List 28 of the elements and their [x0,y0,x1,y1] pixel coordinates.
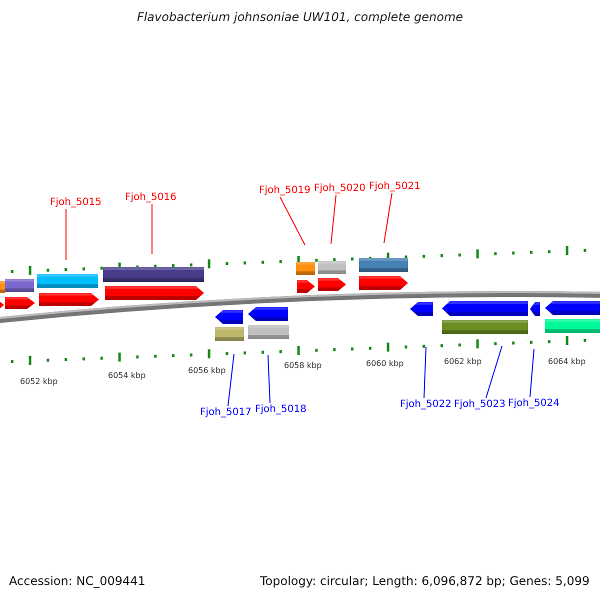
gene-label: Fjoh_5015 [50,196,102,209]
gene-label: Fjoh_5021 [369,180,420,193]
gene-label: Fjoh_5020 [314,182,366,195]
leader-line [268,354,270,404]
leader-line [530,348,534,398]
position-label: 6056 kbp [188,366,226,375]
chart-title: Flavobacterium johnsoniae UW101, complete genome [136,10,464,24]
gene-label: Fjoh_5024 [508,397,560,410]
gene-label: Fjoh_5022 [400,398,452,411]
leader-line [486,346,502,398]
leader-line [384,192,392,244]
gene-label: Fjoh_5017 [200,406,252,419]
gene-label: Fjoh_5018 [255,403,306,416]
leader-line [424,346,426,398]
leader-line [280,196,306,246]
gene-label: Fjoh_5023 [454,398,506,411]
position-label: 6062 kbp [444,357,482,366]
position-label: 6058 kbp [284,361,322,370]
position-label: 6054 kbp [108,371,146,380]
leader-line [228,354,234,406]
position-label: 6060 kbp [366,359,404,368]
leader-line [330,194,336,244]
position-label: 6064 kbp [548,357,586,366]
position-label: 6052 kbp [20,377,58,386]
gene-label: Fjoh_5019 [259,184,310,197]
genome-info: Accession: NC_009441 [9,574,146,588]
gene-label: Fjoh_5016 [125,191,176,204]
genome-info: Topology: circular; Length: 6,096,872 bp; Genes: 5,099 [260,574,590,588]
